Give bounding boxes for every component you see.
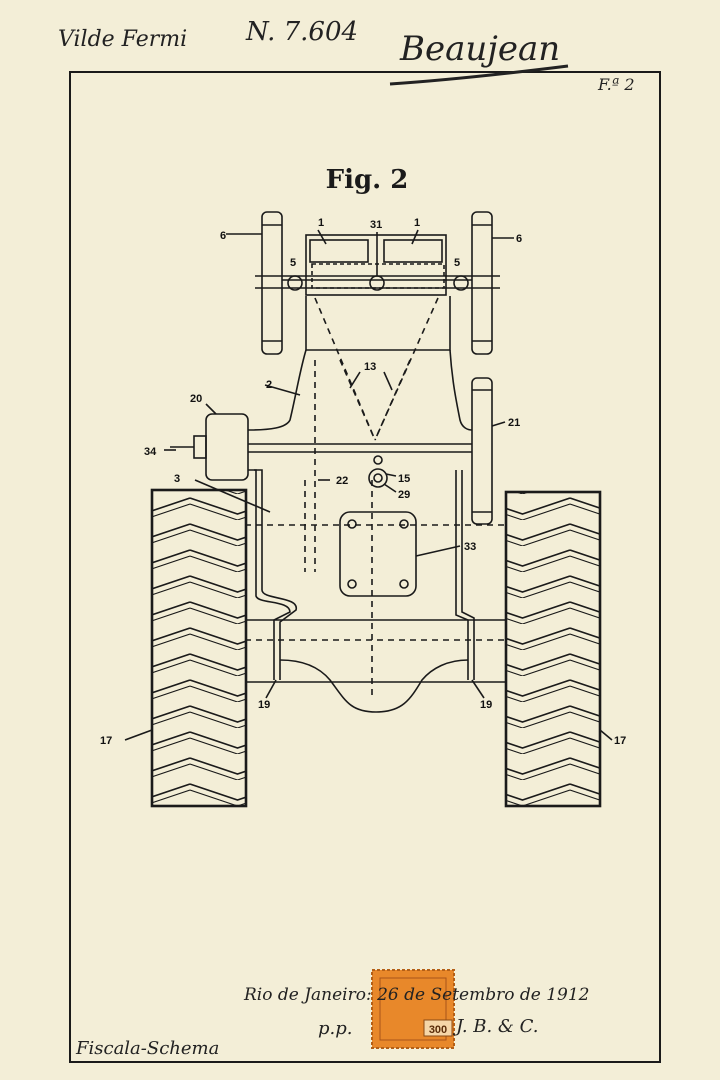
label-17-left: 17 <box>100 735 112 747</box>
label-19-left: 19 <box>258 699 270 711</box>
label-2: 2 <box>266 379 272 391</box>
patent-number: N. 7.604 <box>245 17 358 47</box>
label-6-left: 6 <box>220 230 226 242</box>
place-date: Rio de Janeiro: 26 de Setembro de 1912 <box>243 985 589 1005</box>
rear-wheel-left <box>152 490 246 806</box>
per-procuration: p.p. <box>318 1018 353 1039</box>
caption-schema: Fiscala-Schema <box>75 1038 219 1059</box>
label-29: 29 <box>398 489 410 501</box>
label-22: 22 <box>336 475 348 487</box>
figure-title: Fig. 2 <box>326 165 409 195</box>
label-1-left: 1 <box>318 217 324 229</box>
rear-axle-housing <box>280 660 468 712</box>
revenue-stamp: 300 <box>372 970 454 1048</box>
sheet-mark: F.ª 2 <box>597 75 635 94</box>
engine-block <box>306 235 446 295</box>
signature-left: Vilde Fermi <box>58 27 187 52</box>
label-17-right: 17 <box>614 735 626 747</box>
label-33: 33 <box>464 541 476 553</box>
chassis-left-side <box>248 350 306 430</box>
label-15: 15 <box>398 473 410 485</box>
pulley-21 <box>472 378 492 524</box>
label-3: 3 <box>174 473 180 485</box>
rear-wheel-right <box>506 492 600 806</box>
agent-signature: J. B. & C. <box>452 1016 539 1037</box>
signature-right: Beaujean <box>399 29 560 69</box>
label-20: 20 <box>190 393 202 405</box>
label-6-right: 6 <box>516 233 522 245</box>
label-13: 13 <box>364 361 376 373</box>
chassis-front <box>306 296 450 350</box>
stamp-value: 300 <box>429 1024 447 1036</box>
machine-drawing <box>125 212 612 806</box>
label-34: 34 <box>144 446 157 458</box>
label-31: 31 <box>370 219 382 231</box>
label-5-right: 5 <box>454 257 460 269</box>
label-1-right: 1 <box>414 217 420 229</box>
label-21: 21 <box>508 417 520 429</box>
front-wheel-right <box>472 212 492 354</box>
gearbox-20 <box>206 414 248 480</box>
front-wheel-left <box>262 212 282 354</box>
label-5-left: 5 <box>290 257 296 269</box>
label-19-right: 19 <box>480 699 492 711</box>
